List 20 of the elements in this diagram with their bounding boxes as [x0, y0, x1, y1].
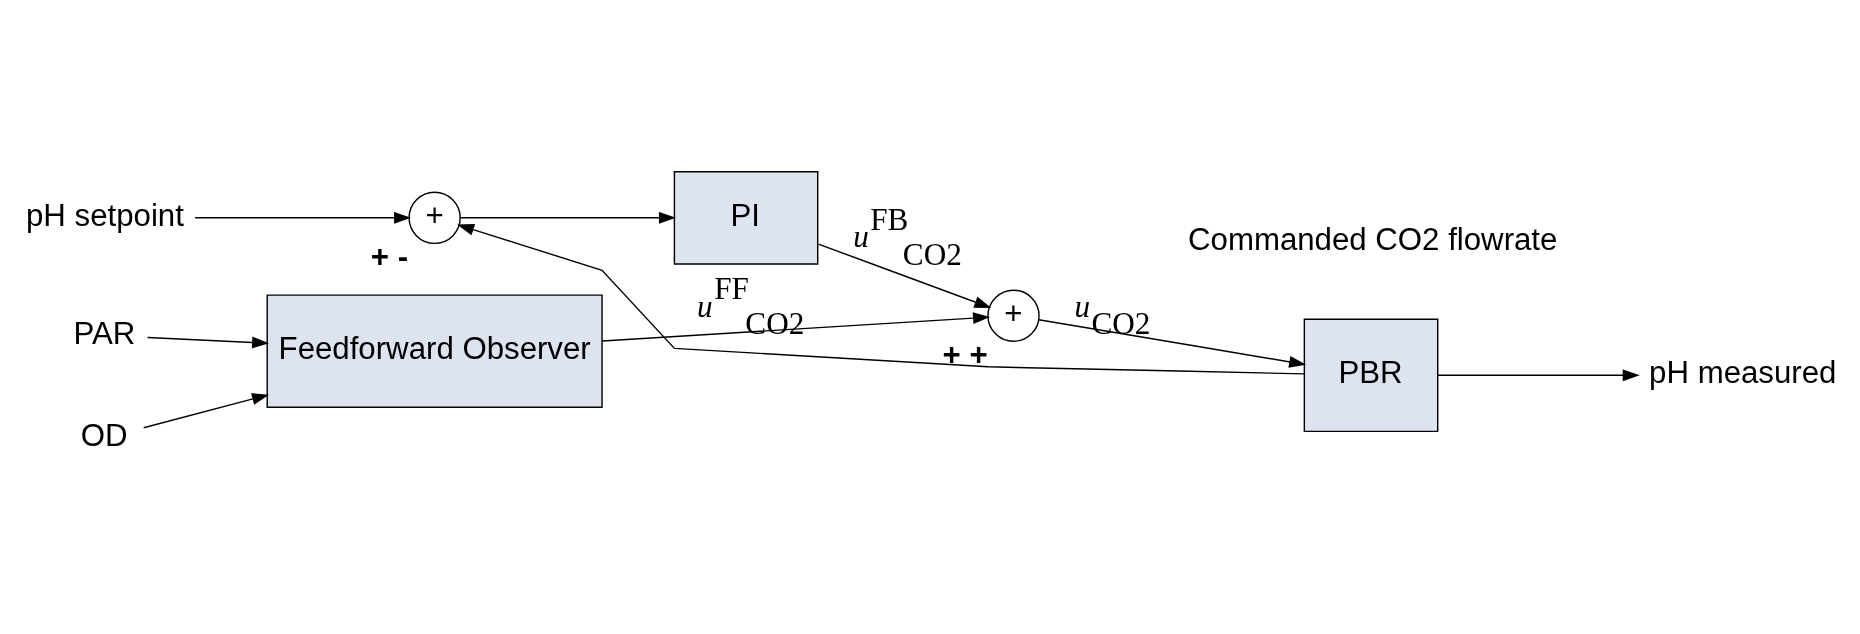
node-circle: +	[986, 289, 1040, 342]
label: Commanded CO2 flowrate	[1187, 221, 1557, 257]
node-text: pH measured	[1648, 354, 1836, 390]
arrow	[146, 336, 269, 348]
node-box: Feedforward Observer	[266, 293, 603, 408]
node-text: pH setpoint	[25, 197, 184, 233]
node-circle: +	[407, 191, 461, 244]
node-text: OD	[80, 417, 127, 453]
arrow	[142, 392, 269, 428]
node-box: PI	[673, 170, 818, 265]
arrow	[817, 242, 991, 308]
node-box: PBR	[1303, 318, 1438, 432]
arrow	[1436, 368, 1640, 381]
node-text: PAR	[73, 315, 135, 351]
arrow	[456, 223, 1305, 375]
arrow	[1037, 318, 1306, 368]
arrow	[193, 211, 411, 224]
arrow	[459, 211, 676, 224]
node-label: + -	[370, 238, 408, 274]
node-label: + +	[942, 336, 988, 372]
